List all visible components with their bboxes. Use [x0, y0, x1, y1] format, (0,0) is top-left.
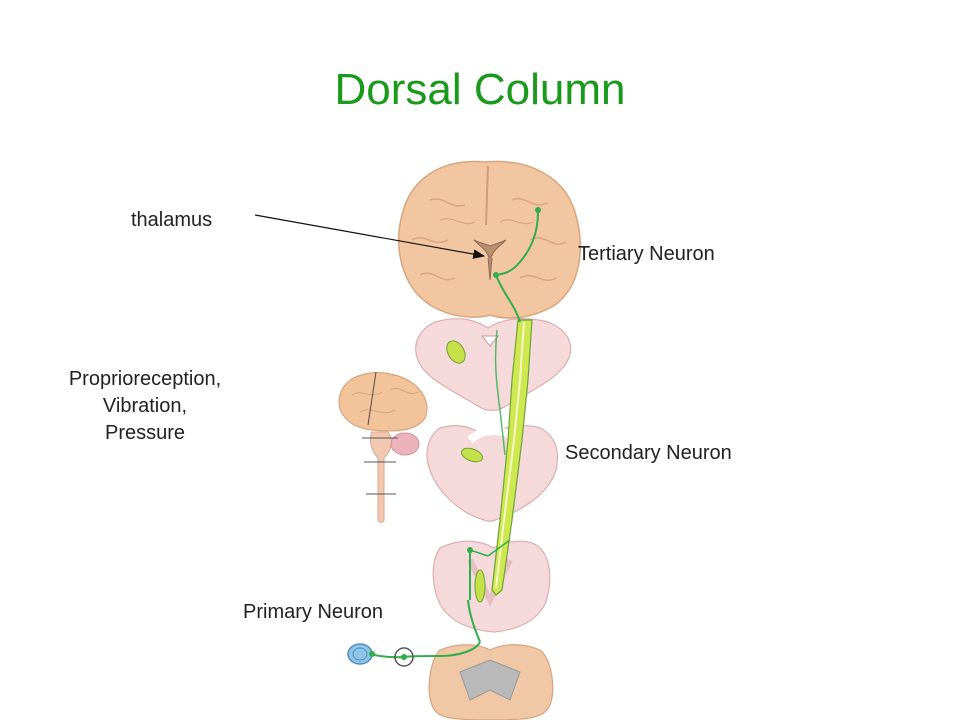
midbrain-section — [415, 318, 572, 411]
dorsal-root-ganglion — [394, 647, 414, 667]
brain-coronal-section — [398, 160, 581, 319]
tertiary-neuron-label: Tertiary Neuron — [578, 243, 715, 265]
modality-line: Vibration, — [102, 395, 188, 417]
primary-neuron-label: Primary Neuron — [243, 601, 384, 623]
slide-title: Dorsal Column — [334, 65, 626, 114]
secondary-neuron-label: Secondary Neuron — [565, 442, 732, 464]
thalamus-leader-line — [254, 214, 486, 259]
sensory-receptor — [347, 643, 375, 665]
upper-cord-section — [432, 540, 551, 633]
modality-line: Pressure — [104, 422, 186, 444]
thalamus-label: thalamus — [131, 209, 213, 231]
dorsal-column-tract — [491, 319, 533, 596]
sagittal-brain-reference — [338, 371, 428, 523]
lower-cord-section — [428, 644, 554, 720]
modalities-label: Proprioreception, Vibration, Pressure — [40, 366, 250, 447]
modality-line: Proprioreception, — [68, 368, 222, 390]
neuron-pathway — [361, 207, 541, 659]
medulla-section — [426, 424, 559, 522]
